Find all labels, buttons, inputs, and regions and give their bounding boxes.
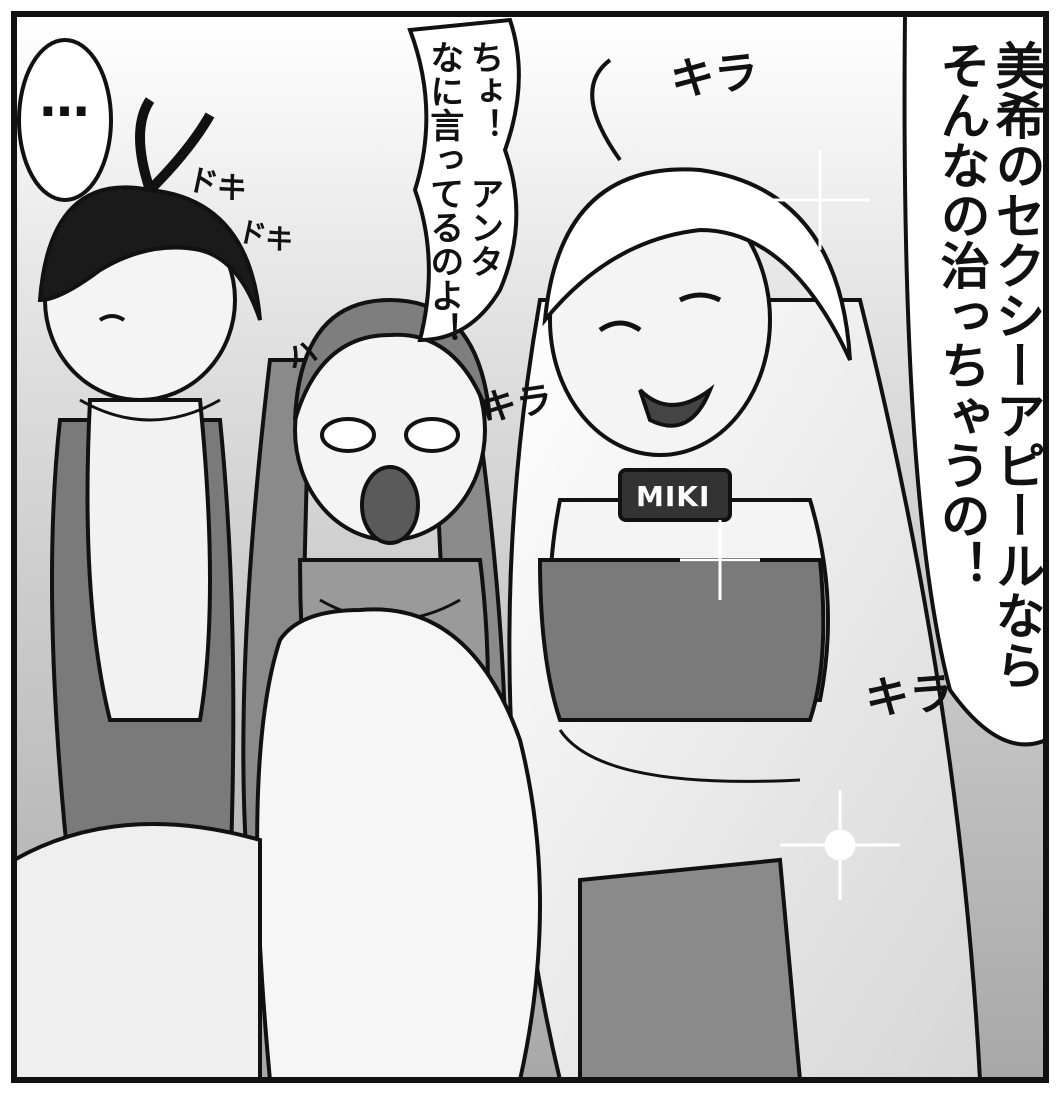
miki-bubble-shape xyxy=(902,13,1048,747)
ellipsis-bubble-shape xyxy=(17,38,113,202)
panel-frame xyxy=(11,11,1049,1083)
chiyo-bubble-shape xyxy=(407,17,521,343)
right-character xyxy=(507,58,983,1082)
sparkles xyxy=(680,150,900,900)
chiyo-line-2: なに言ってるのよ！ xyxy=(423,40,464,346)
shirt-logo-text: MIKI xyxy=(636,480,711,513)
ellipsis-text: … xyxy=(35,70,94,128)
miki-line-2: そんなの治っちゃうの！ xyxy=(932,40,991,590)
sfx-kira-top: キラ xyxy=(668,46,761,107)
chiyo-line-1: ちょ！ アンタ xyxy=(463,40,504,278)
miki-line-1: 美希のセクシーアピールなら xyxy=(987,40,1046,690)
foreground-leg xyxy=(12,607,542,1082)
sfx-kira-mid: キラ xyxy=(477,379,556,430)
sfx-kira-right: キラ xyxy=(863,667,955,725)
